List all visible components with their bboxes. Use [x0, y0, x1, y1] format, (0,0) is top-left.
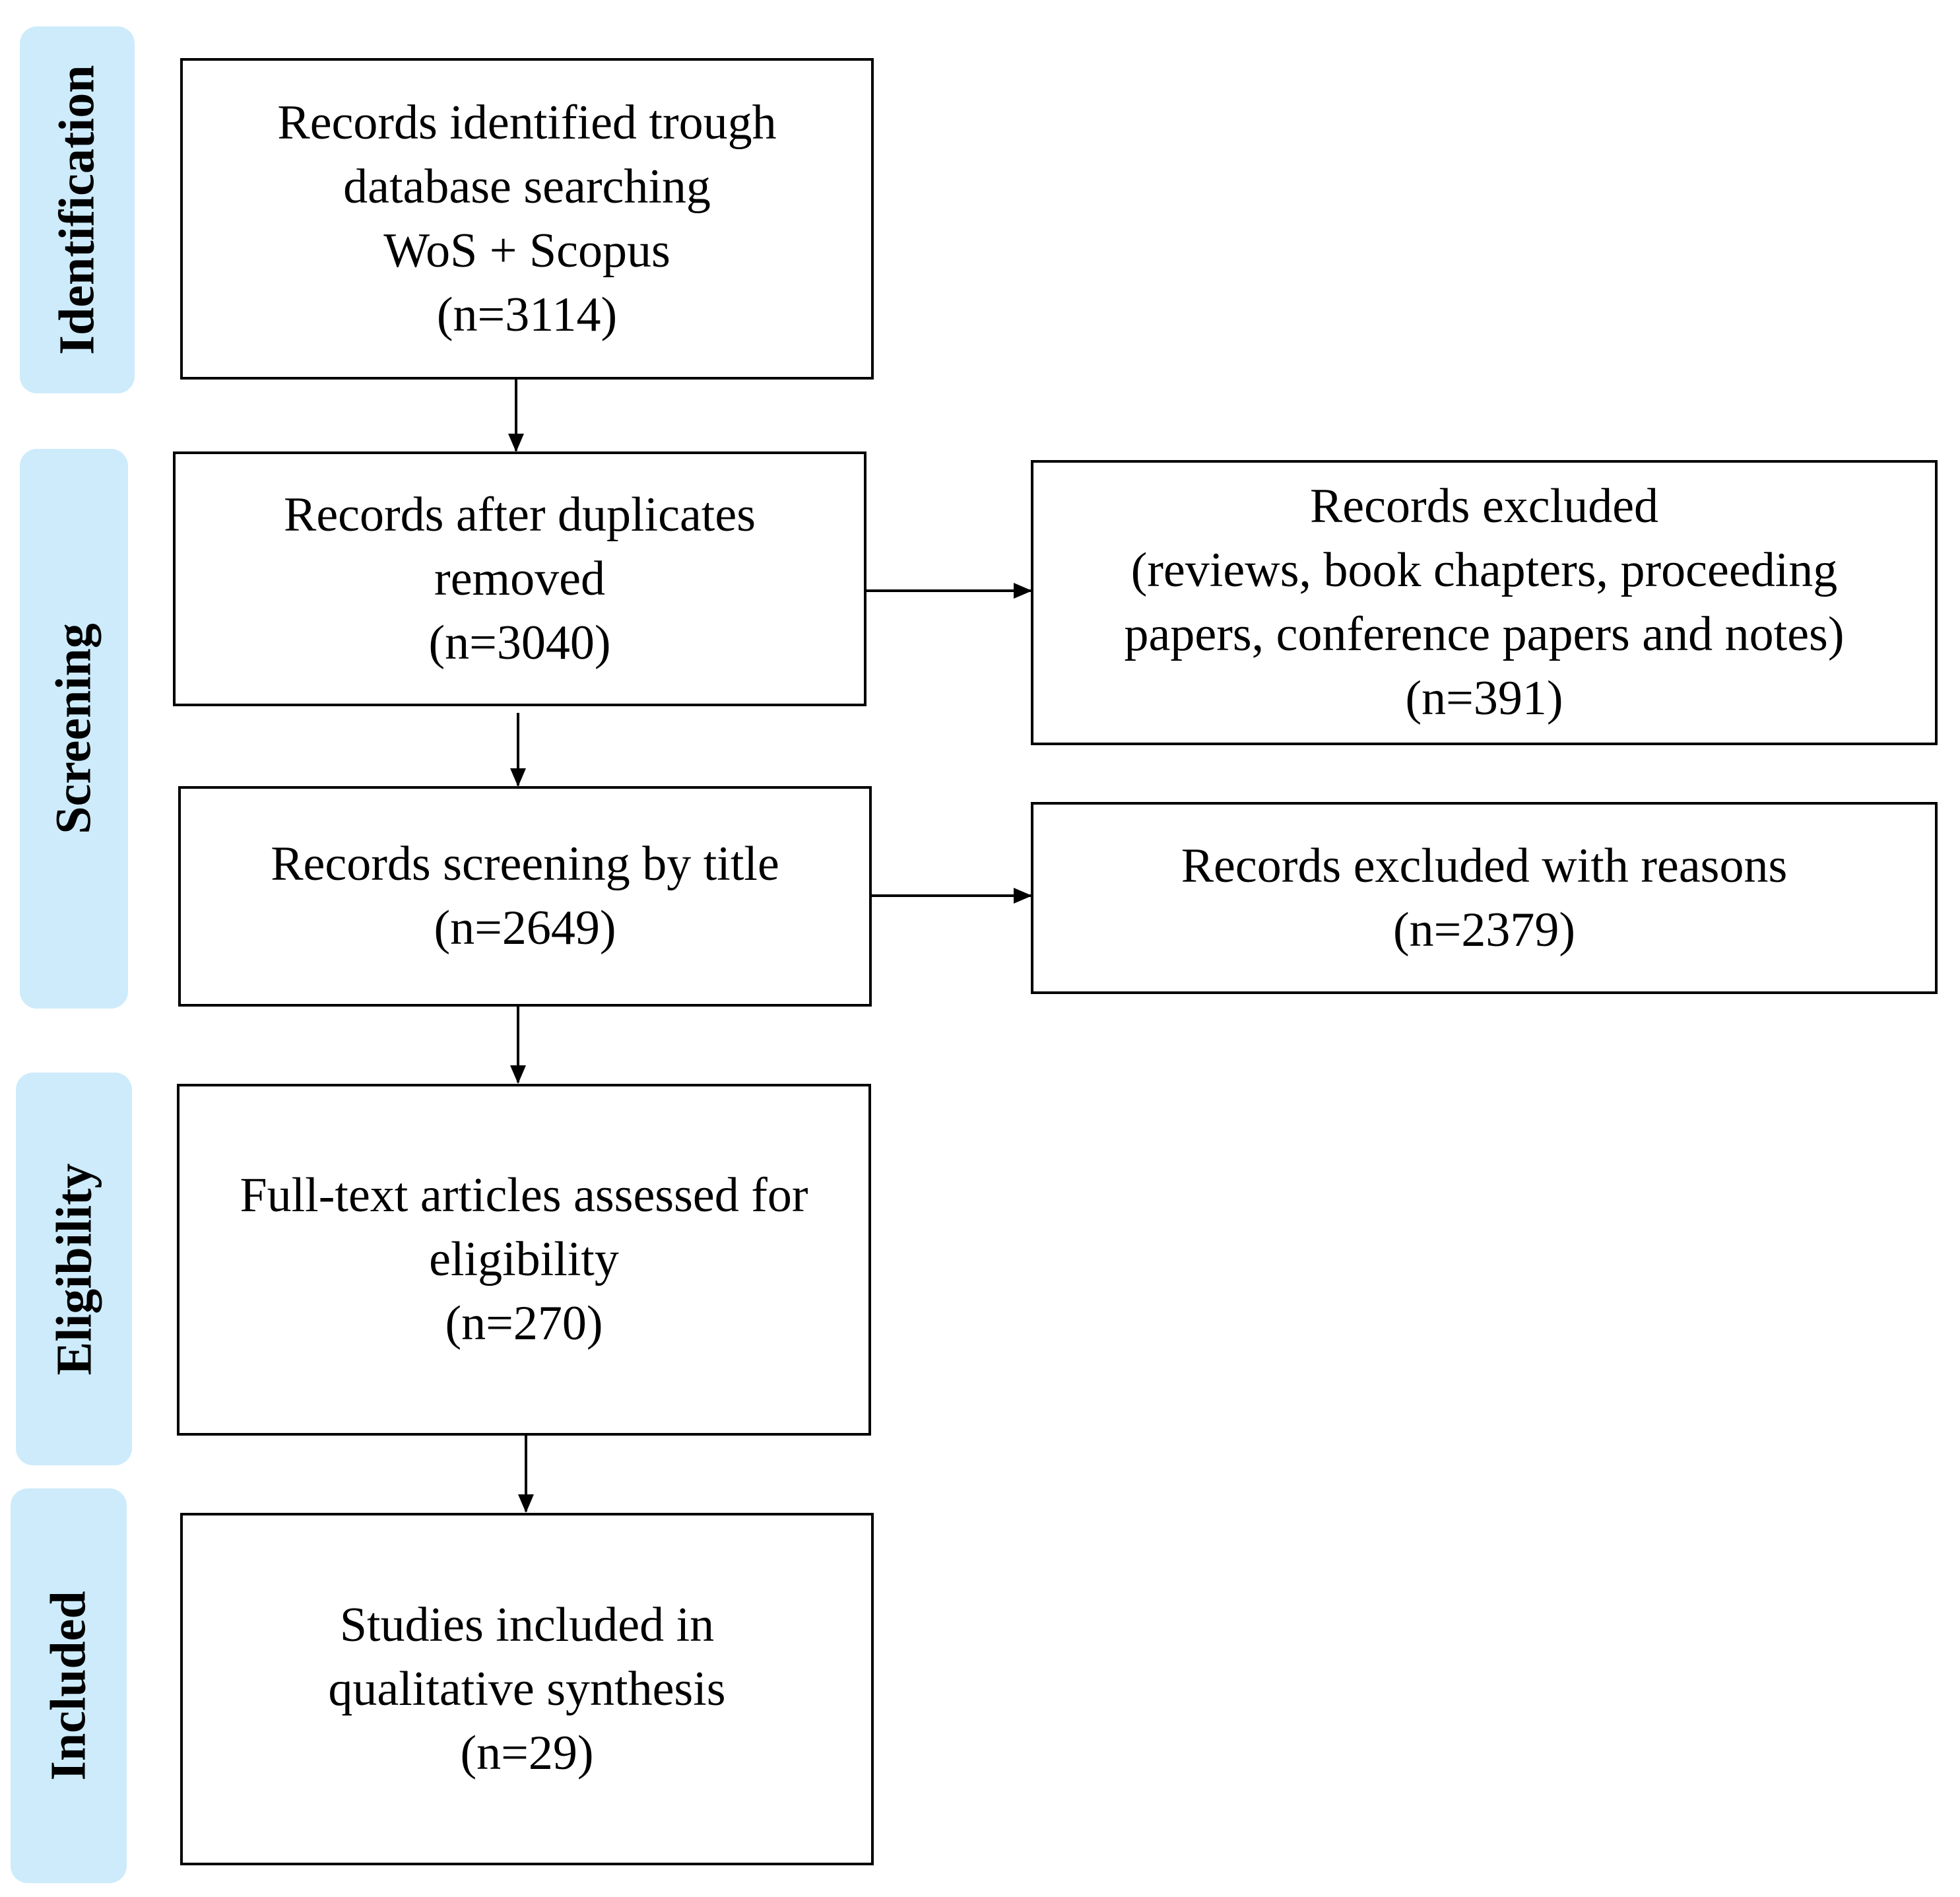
box-studies-included: Studies included in qualitative synthesi…	[180, 1513, 874, 1865]
phase-included: Included	[11, 1488, 127, 1883]
box-records-excluded-types-line-3: papers, conference papers and notes)	[1124, 607, 1845, 661]
box-records-identified: Records identified trough database searc…	[180, 58, 874, 380]
box-full-text-eligibility-line-2: eligibility	[429, 1232, 619, 1286]
box-studies-included-line-1: Studies included in	[339, 1597, 715, 1652]
box-full-text-eligibility-count: (n=270)	[445, 1296, 603, 1350]
phase-screening: Screening	[20, 449, 128, 1009]
box-records-excluded-reasons-line-1: Records excluded with reasons	[1181, 838, 1788, 893]
box-screening-by-title-line-1: Records screening by title	[271, 837, 779, 891]
phase-identification: Identification	[20, 26, 135, 393]
box-records-excluded-types-line-1: Records excluded	[1309, 479, 1659, 533]
box-after-duplicates: Records after duplicates removed (n=3040…	[173, 451, 866, 706]
box-records-identified-count: (n=3114)	[436, 287, 618, 342]
box-records-identified-line-1: Records identified trough	[277, 95, 777, 150]
box-records-excluded-types-count: (n=391)	[1405, 671, 1563, 725]
box-records-identified-line-2: database searching	[343, 159, 711, 214]
box-after-duplicates-count: (n=3040)	[428, 615, 611, 670]
box-screening-by-title: Records screening by title (n=2649)	[178, 786, 872, 1007]
phase-eligibility: Eligibility	[16, 1073, 132, 1465]
box-screening-by-title-count: (n=2649)	[434, 901, 616, 955]
box-records-excluded-reasons: Records excluded with reasons (n=2379)	[1031, 802, 1938, 994]
box-records-excluded-types: Records excluded (reviews, book chapters…	[1031, 460, 1938, 745]
box-records-identified-line-3: WoS + Scopus	[383, 223, 670, 278]
box-full-text-eligibility-line-1: Full-text articles assessed for	[240, 1168, 808, 1222]
box-after-duplicates-line-2: removed	[434, 551, 605, 606]
box-studies-included-line-2: qualitative synthesis	[328, 1661, 726, 1716]
box-full-text-eligibility: Full-text articles assessed for eligibil…	[177, 1084, 871, 1436]
box-after-duplicates-line-1: Records after duplicates	[283, 487, 756, 542]
box-records-excluded-reasons-count: (n=2379)	[1392, 902, 1576, 957]
box-records-excluded-types-line-2: (reviews, book chapters, proceeding	[1130, 543, 1838, 597]
box-studies-included-count: (n=29)	[460, 1725, 594, 1780]
